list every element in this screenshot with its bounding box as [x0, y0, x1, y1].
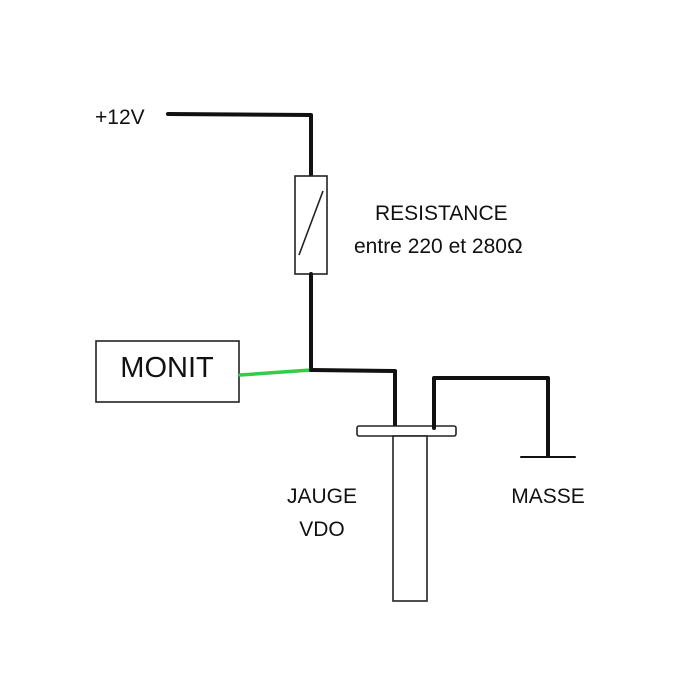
gauge-label-line1: JAUGE	[287, 485, 357, 508]
monitor-box	[95, 340, 240, 403]
monitor-label: MONIT	[120, 352, 214, 384]
junction-to-gauge-wire	[309, 368, 397, 430]
ground-wire	[432, 376, 550, 458]
monitor-wire	[238, 368, 313, 377]
supply-wire	[166, 112, 313, 178]
gauge-label-line2: VDO	[299, 518, 345, 541]
ground-label: MASSE	[511, 485, 585, 508]
gauge-flange	[356, 425, 457, 437]
resistance-title: RESISTANCE	[375, 202, 508, 225]
resistance-value: entre 220 et 280Ω	[354, 235, 523, 258]
supply-label: +12V	[95, 106, 145, 129]
gauge-stem	[392, 435, 428, 602]
resistor-stroke	[298, 190, 324, 256]
